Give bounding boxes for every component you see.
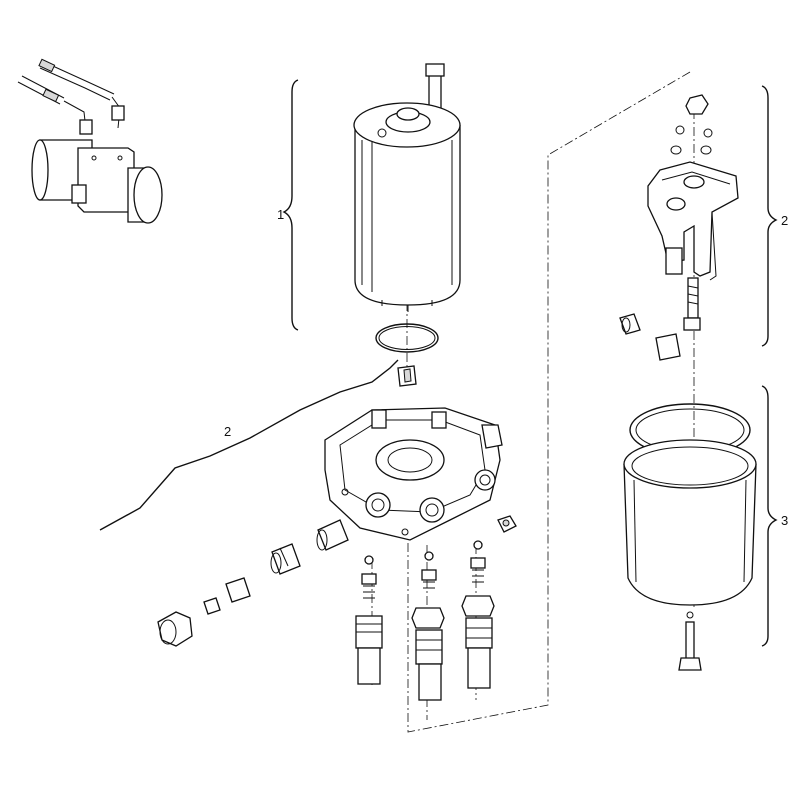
bracket-valve-group <box>761 85 778 347</box>
reservoir-tank <box>623 439 757 606</box>
valve-cartridge-left <box>355 555 383 685</box>
callout-motor-group: 1 <box>277 207 284 222</box>
plug-small <box>497 515 517 533</box>
leader-line-valve-block <box>99 359 399 531</box>
check-valve-fitting <box>619 313 681 361</box>
callout-valve-assembly-right: 2 <box>781 213 788 228</box>
callout-valve-block-left: 2 <box>224 424 231 439</box>
callout-reservoir-group: 3 <box>781 513 788 528</box>
fitting-chain <box>157 519 349 647</box>
valve-cartridge-right <box>461 540 495 689</box>
drain-bolt <box>678 611 702 671</box>
pump-unit-inset-illustration <box>17 58 163 224</box>
o-ring-seal <box>375 323 439 353</box>
electric-motor <box>353 63 461 312</box>
valve-cartridge-middle <box>411 551 445 701</box>
pump-valve-body <box>324 407 503 541</box>
valve-assembly-upper-right <box>647 94 739 281</box>
coupling <box>397 365 417 387</box>
bracket-reservoir-group <box>761 385 778 647</box>
bolt-long <box>683 277 701 331</box>
bracket-motor-group <box>282 79 299 331</box>
